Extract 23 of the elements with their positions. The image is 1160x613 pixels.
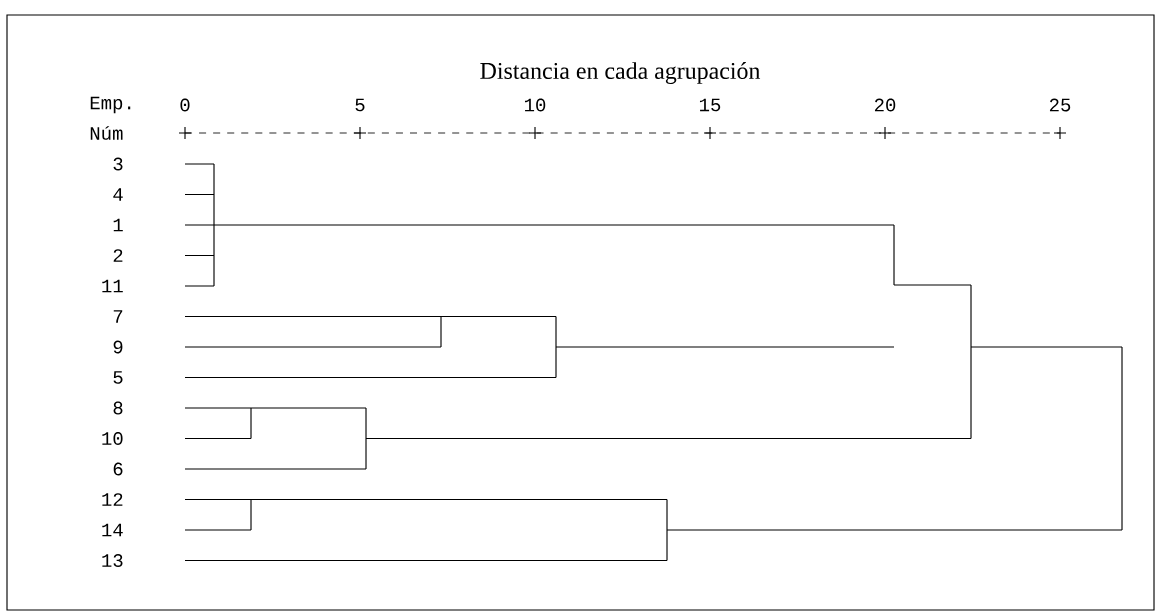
case-number: 5 (113, 371, 123, 384)
axis-title: Distancia en cada agrupación (480, 62, 761, 84)
case-number: 1 (113, 218, 123, 232)
tick-label: 25 (1049, 98, 1071, 112)
case-number: 7 (113, 310, 123, 323)
tick-label: 15 (700, 98, 721, 112)
tick-label: 0 (180, 98, 190, 112)
tick-label: 5 (355, 98, 365, 112)
case-number: 4 (113, 188, 123, 201)
case-number: 10 (102, 432, 123, 445)
case-number: 3 (113, 157, 123, 171)
case-number: 6 (113, 462, 123, 476)
case-number: 8 (113, 401, 123, 415)
header-text: Núm (90, 126, 123, 140)
case-number: 12 (102, 493, 123, 506)
tick-label: 20 (874, 98, 896, 112)
header-text: Emp. (90, 96, 131, 114)
case-number: 9 (113, 340, 123, 354)
case-number: 14 (102, 523, 123, 537)
case-number: 13 (102, 554, 123, 567)
case-number: 11 (102, 279, 123, 293)
case-number: 2 (113, 249, 123, 262)
tick-label: 10 (525, 98, 546, 112)
